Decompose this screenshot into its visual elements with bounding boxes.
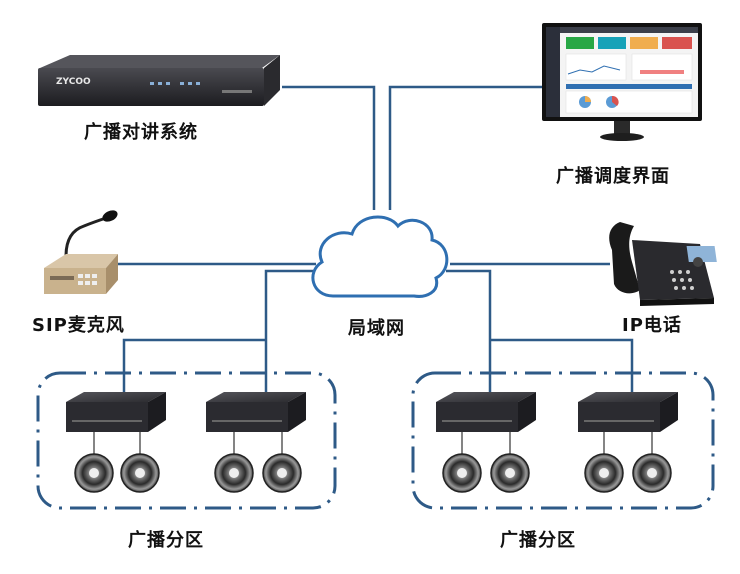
cloud-icon	[311, 215, 449, 298]
phone-icon	[609, 222, 717, 306]
device-brand: ZYCOO	[56, 77, 91, 87]
speaker-icon	[442, 453, 482, 493]
speaker-icon	[584, 453, 624, 493]
zone-right-border	[411, 371, 715, 510]
label-sip-mic: SIP麦克风	[32, 315, 125, 336]
amplifier-icon	[578, 392, 678, 432]
amplifier-icon	[66, 392, 166, 432]
connection-lines	[118, 85, 634, 393]
label-zone-left: 广播分区	[128, 530, 204, 551]
link-zone-left-2	[122, 338, 266, 393]
label-lan: 局域网	[348, 318, 405, 339]
label-broadcast-system: 广播对讲系统	[84, 122, 198, 143]
link-zone-left	[264, 269, 320, 393]
amplifier-icon	[206, 392, 306, 432]
rack-device-icon: ZYCOO	[38, 55, 280, 106]
speaker-icon	[490, 453, 530, 493]
label-dispatch-ui: 广播调度界面	[556, 166, 670, 187]
speaker-icon	[262, 453, 302, 493]
label-ip-phone: IP电话	[622, 315, 682, 336]
microphone-icon	[44, 210, 118, 294]
label-zone-right: 广播分区	[500, 530, 576, 551]
amplifier-icon	[436, 392, 536, 432]
speaker-icon	[74, 453, 114, 493]
monitor-icon	[542, 23, 702, 141]
zone-left-border	[36, 371, 337, 510]
speaker-wires	[93, 432, 653, 456]
speaker-icon	[120, 453, 160, 493]
link-dispatch	[388, 85, 545, 210]
link-system	[282, 85, 376, 210]
link-zone-right	[446, 269, 492, 393]
speaker-icon	[632, 453, 672, 493]
speaker-icon	[214, 453, 254, 493]
link-zone-right-2	[490, 338, 634, 393]
